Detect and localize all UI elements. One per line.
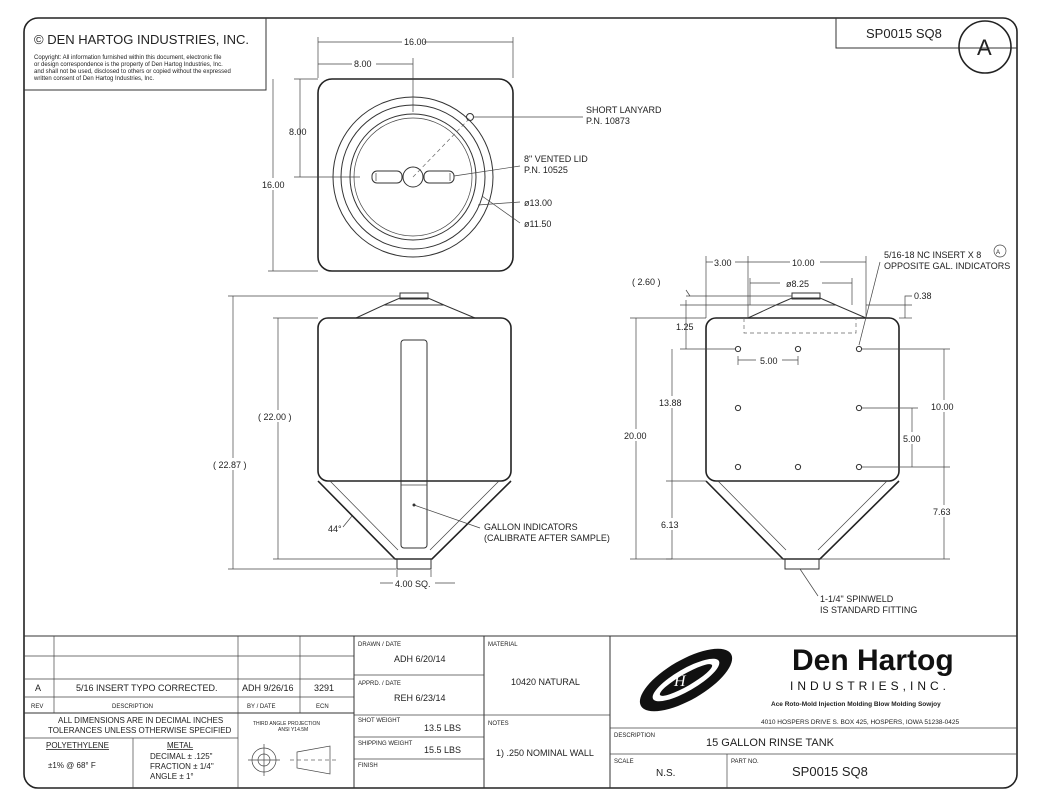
rev-letter: A [35,683,41,693]
scale-label: SCALE [614,759,634,765]
insert-note-2: OPPOSITE GAL. INDICATORS [884,261,1010,271]
angle-label: 44° [328,524,342,534]
lid-label: 8" VENTED LID [524,154,588,164]
col-desc: DESCRIPTION [112,704,153,710]
col-ecn: ECN [316,704,329,710]
projection-1: THIRD ANGLE PROJECTION [253,721,320,727]
brand-tagline: Ace Roto-Mold Injection Molding Blow Mol… [771,701,941,708]
dim-10-right: 10.00 [931,402,954,412]
col-rev: REV [31,704,43,710]
metal-tol-2: FRACTION ± 1/4" [150,762,214,771]
svg-text:H: H [673,673,687,690]
partno-label: PART NO. [731,759,759,765]
spinweld-note: IS STANDARD FITTING [820,605,917,615]
top-view: 16.00 8.00 8.00 16.00 SHORT LANYARD P.N.… [262,35,662,272]
dim-13-88: 13.88 [659,398,682,408]
dim-3: 3.00 [714,258,732,268]
spinweld-label: 1-1/4" SPINWELD [820,594,894,604]
material-label: MATERIAL [488,642,518,648]
poly-title: POLYETHYLENE [46,741,109,750]
revision-circle [958,20,1012,74]
metal-tol-1: DECIMAL ± .125" [150,752,213,761]
header-part-number: SP0015 SQ8 [866,26,942,41]
brand-name: Den Hartog [792,644,954,677]
copyright-line-1: Copyright: All information furnished wit… [34,55,222,61]
copyright-line-2: or design correspondence is the property… [34,62,223,68]
title-block: A 5/16 INSERT TYPO CORRECTED. ADH 9/26/1… [24,635,1017,788]
dim-dia-825: ø8.25 [786,279,809,289]
metal-tol-3: ANGLE ± 1° [150,772,194,781]
gallon-note: (CALIBRATE AFTER SAMPLE) [484,533,610,543]
dim-0-38: 0.38 [914,291,932,301]
tol-line-1: ALL DIMENSIONS ARE IN DECIMAL INCHES [58,716,223,725]
lanyard-pn: P.N. 10873 [586,116,630,126]
shot-label: SHOT WEIGHT [358,718,401,724]
dim-16-top: 16.00 [404,37,427,47]
ship-value: 15.5 LBS [424,745,461,755]
dim-2-60: ( 2.60 ) [632,277,661,287]
dim-22-00: ( 22.00 ) [258,412,292,422]
company-name: © DEN HARTOG INDUSTRIES, INC. [34,32,249,47]
desc-value: 15 GALLON RINSE TANK [706,737,835,749]
dim-8-top: 8.00 [354,59,372,69]
metal-title: METAL [167,741,194,750]
company-logo-icon: H [639,648,733,712]
drawn-value: ADH 6/20/14 [394,654,446,664]
shot-value: 13.5 LBS [424,723,461,733]
rev-desc: 5/16 INSERT TYPO CORRECTED. [76,683,218,693]
col-by: BY / DATE [247,704,275,710]
material-value: 10420 NATURAL [511,677,580,687]
gallon-label: GALLON INDICATORS [484,522,578,532]
dim-5-right: 5.00 [903,434,921,444]
dim-7-63: 7.63 [933,507,951,517]
tol-line-2: TOLERANCES UNLESS OTHERWISE SPECIFIED [48,726,232,735]
dia-outer-label: ø13.00 [524,198,552,208]
rev-by: ADH 9/26/16 [242,683,294,693]
lid-pn: P.N. 10525 [524,165,568,175]
appd-value: REH 6/23/14 [394,693,446,703]
dim-8-vert: 8.00 [289,127,307,137]
sheet-border [23,17,1018,789]
side-view: 3.00 10.00 ø8.25 ( 2.60 ) 1.25 0.38 5.00… [622,244,1010,615]
header-revision: A [977,35,992,60]
drawn-label: DRAWN / DATE [358,642,401,648]
brand-sub: INDUSTRIES,INC. [790,679,950,693]
dim-20-00: 20.00 [624,431,647,441]
finish-label: FINISH [358,763,378,769]
insert-note: 5/16-18 NC INSERT X 8 [884,250,981,260]
dim-6-13: 6.13 [661,520,679,530]
copyright-block: © DEN HARTOG INDUSTRIES, INC. Copyright:… [24,18,267,91]
dim-22-87: ( 22.87 ) [213,460,247,470]
dim-5-top: 5.00 [760,356,778,366]
partno-value: SP0015 SQ8 [792,764,868,779]
dim-10-top: 10.00 [792,258,815,268]
poly-tol: ±1% @ 68° F [48,761,96,770]
third-angle-projection-icon [248,744,338,776]
notes-value: 1) .250 NOMINAL WALL [496,748,594,758]
appd-label: APPRD. / DATE [358,681,401,687]
notes-label: NOTES [488,721,509,727]
dim-16-vert: 16.00 [262,180,285,190]
dia-inner-label: ø11.50 [524,219,551,229]
copyright-line-4: written consent of Den Hartog Industries… [33,76,154,82]
rev-ecn: 3291 [314,683,334,693]
part-number-block: SP0015 SQ8 A [835,18,1017,74]
desc-label: DESCRIPTION [614,733,655,739]
copyright-line-3: and shall not be used, disclosed to othe… [34,69,231,75]
lanyard-label: SHORT LANYARD [586,105,662,115]
ship-label: SHIPPING WEIGHT [358,741,413,747]
front-view: ( 22.87 ) ( 22.00 ) 44° GALLON INDICATOR… [212,292,610,589]
projection-2: ANSI Y14.5M [278,727,308,733]
insert-rev-mark: A [996,250,1000,256]
dim-base: 4.00 SQ. [395,579,431,589]
dim-1-25: 1.25 [676,322,694,332]
address: 4010 HOSPERS DRIVE S. BOX 425, HOSPERS, … [761,719,959,726]
scale-value: N.S. [656,768,675,779]
